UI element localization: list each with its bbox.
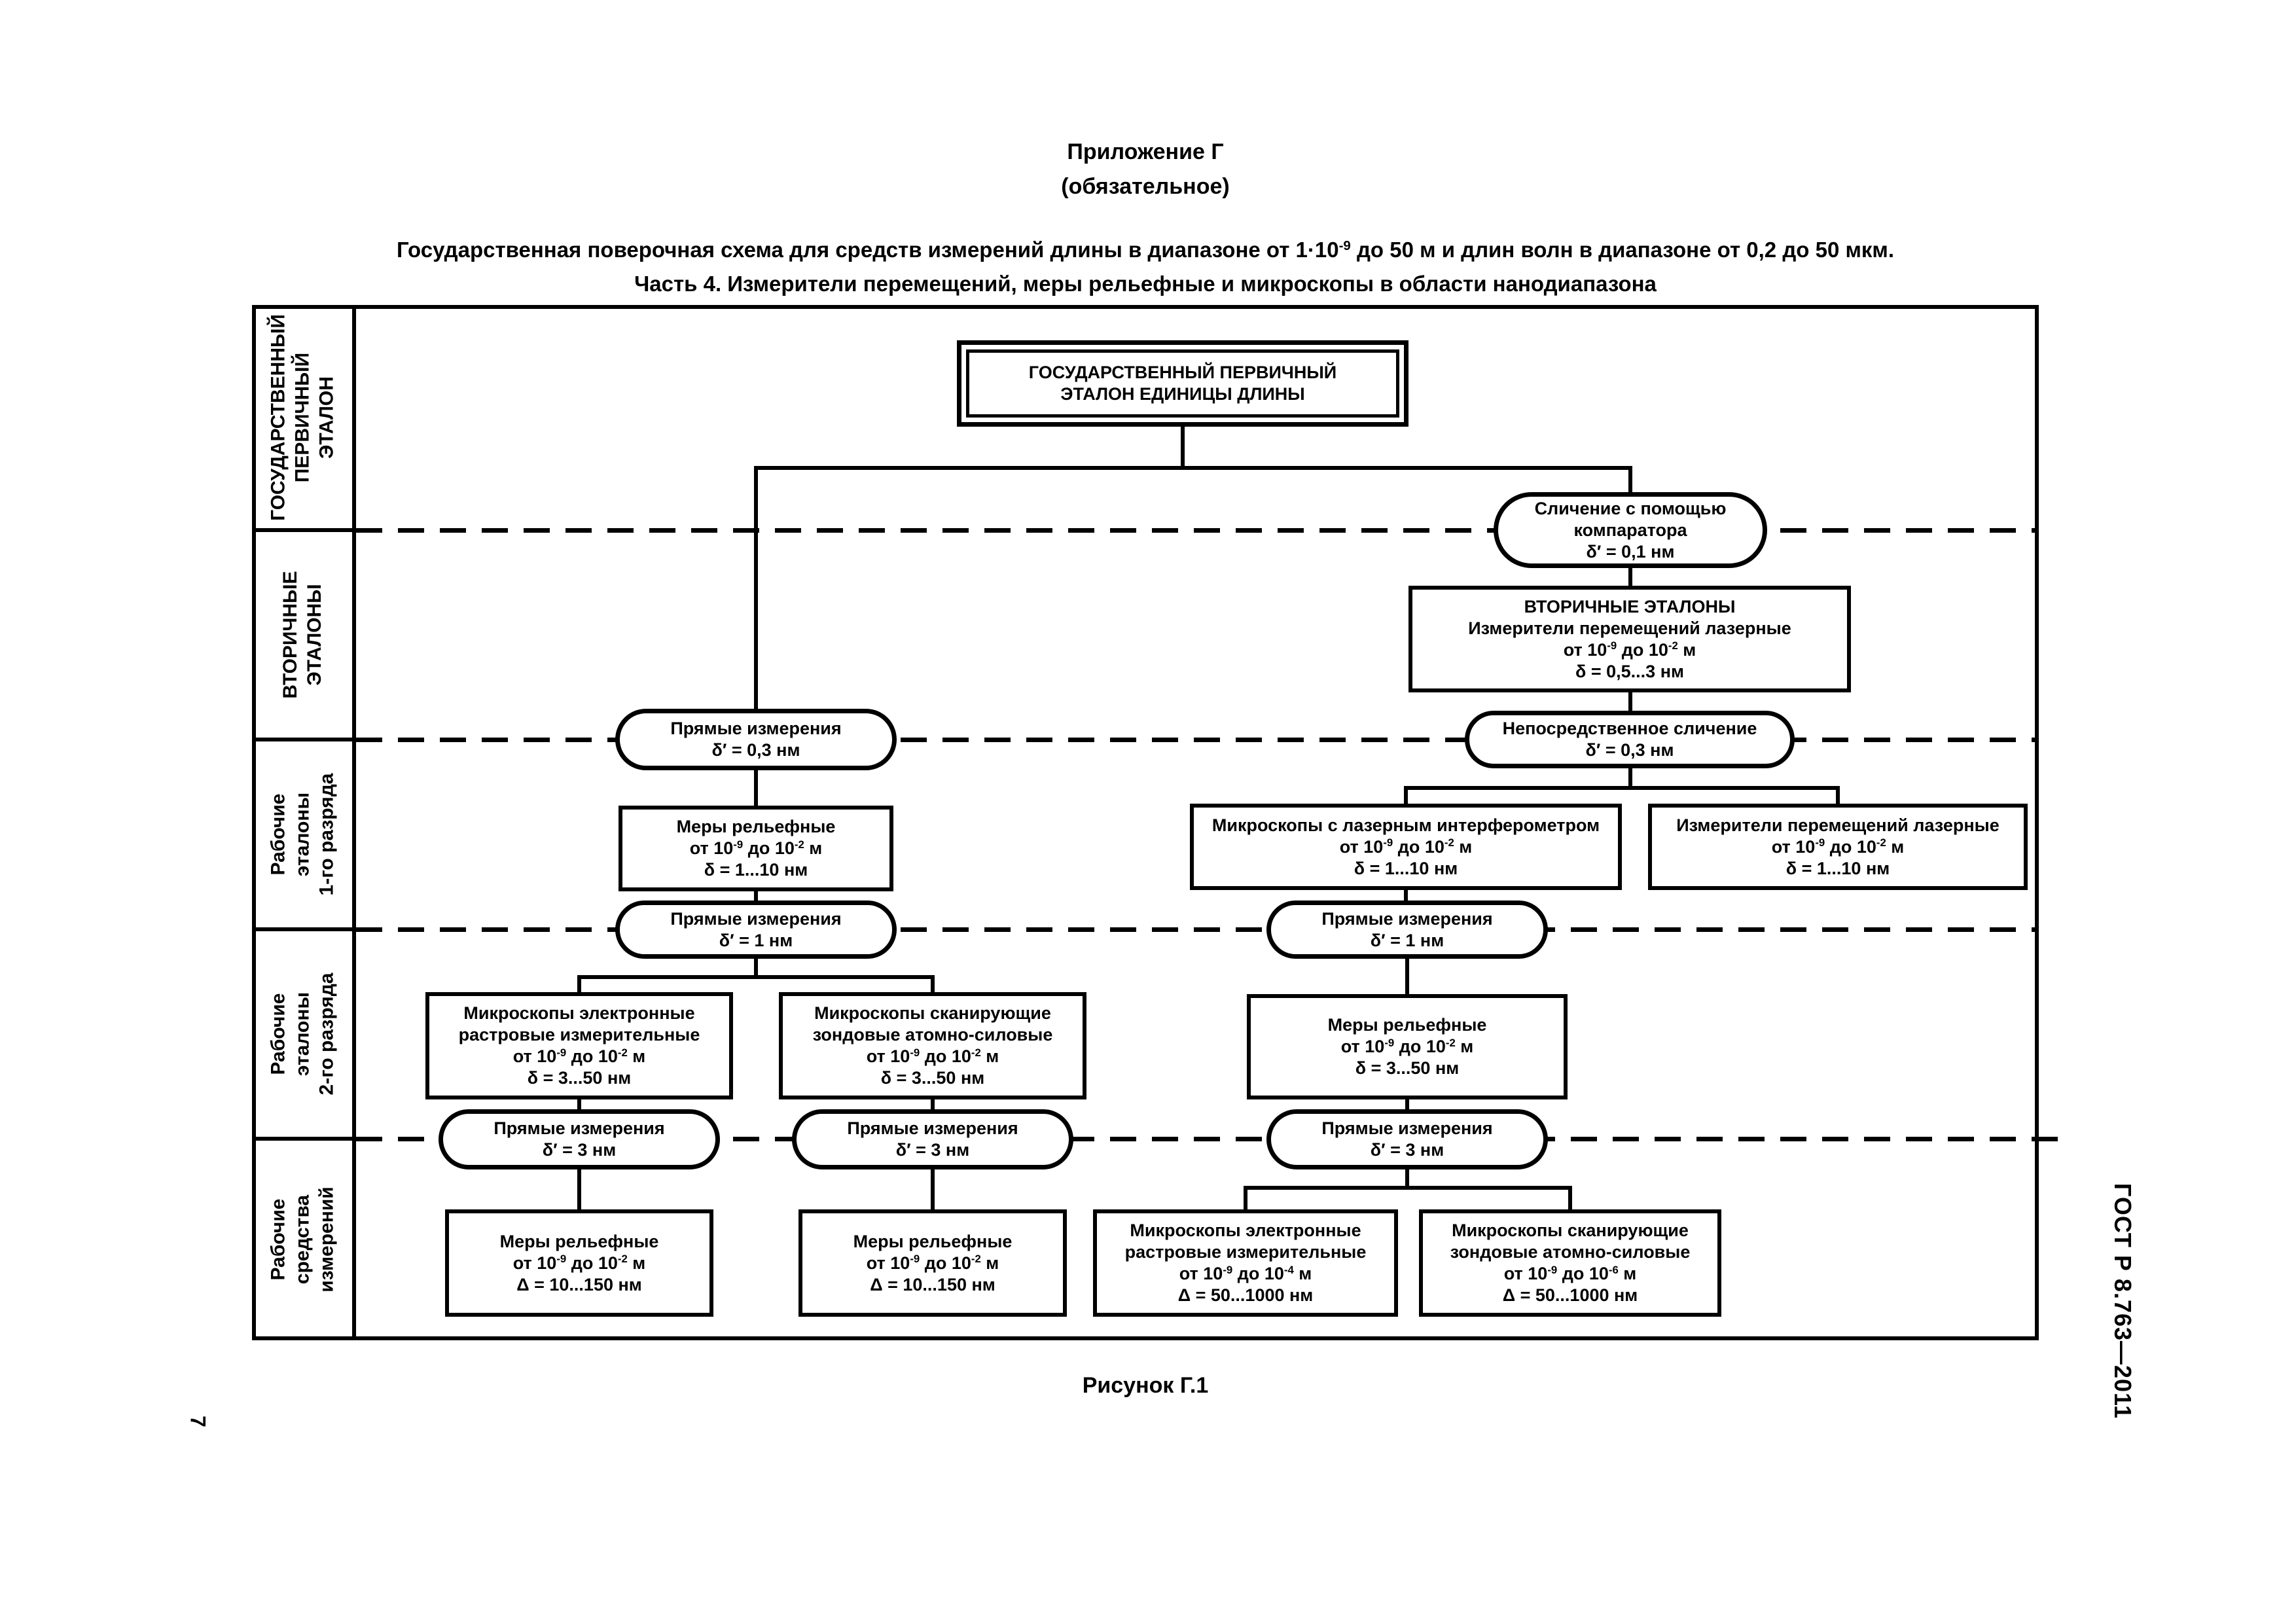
row-separator <box>252 528 352 532</box>
connector-line <box>577 1098 581 1110</box>
row-separator <box>252 927 352 931</box>
connector-line <box>754 769 758 806</box>
connector-line <box>1405 1098 1409 1110</box>
level-divider-2 <box>356 738 2035 742</box>
connector-line <box>1244 1186 1247 1209</box>
row-separator <box>252 1137 352 1141</box>
connector-line <box>1628 767 1632 790</box>
connector-line <box>754 957 758 979</box>
row-separator <box>252 738 352 741</box>
level-divider-3 <box>356 927 2035 932</box>
connector-line <box>1405 1168 1409 1188</box>
connector-line <box>1404 889 1408 901</box>
connector-line <box>577 975 581 992</box>
connector-line <box>1405 957 1409 994</box>
appendix-note: (обязательное) <box>1061 174 1230 199</box>
level-divider-4 <box>356 1137 2064 1141</box>
doc-number-sidebar: ГОСТ Р 8.763—2011 <box>2109 1183 2136 1419</box>
connector-line <box>754 890 758 901</box>
page-number: 7 <box>186 1416 210 1427</box>
scheme-title: Государственная поверочная схема для сре… <box>396 238 1894 296</box>
connector-line <box>1181 427 1185 468</box>
label-column-separator <box>352 305 356 1340</box>
connector-line <box>1628 565 1632 588</box>
connector-line <box>577 1168 581 1210</box>
connector-line <box>1404 786 1408 804</box>
connector-line <box>931 1098 935 1110</box>
connector-line <box>1404 786 1840 790</box>
figure-caption: Рисунок Г.1 <box>1082 1373 1209 1398</box>
connector-line <box>754 466 1632 470</box>
level-divider-1 <box>356 528 2035 533</box>
connector-line <box>1244 1186 1572 1190</box>
connector-line <box>931 1168 935 1210</box>
connector-line <box>1836 786 1840 804</box>
appendix-title: Приложение Г <box>1067 139 1224 164</box>
connector-line <box>1568 1186 1572 1209</box>
connector-line <box>754 466 758 709</box>
connector-line <box>1628 466 1632 495</box>
connector-line <box>577 975 935 979</box>
connector-line <box>931 975 935 992</box>
connector-line <box>1628 692 1632 713</box>
